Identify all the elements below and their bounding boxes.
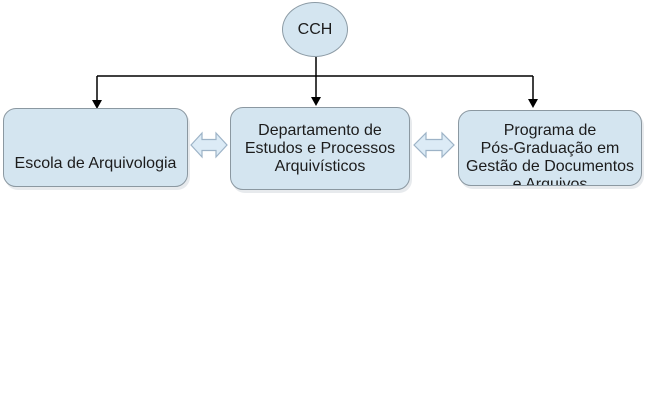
down-arrowhead-icon	[528, 99, 538, 108]
node-programa-pos-graduacao-gestao-documentos: Programa de Pós-Graduação em Gestão de D…	[458, 110, 642, 186]
node-label-line: Arquivísticos	[274, 158, 366, 175]
root-node-label: CCH	[297, 20, 333, 38]
root-node-cch: CCH	[282, 2, 348, 57]
down-arrowhead-icon	[311, 97, 321, 106]
node-escola-de-arquivologia: Escola de Arquivologia	[3, 108, 188, 187]
node-label-line: Departamento de	[258, 122, 382, 139]
node-label-line: Escola de Arquivologia	[14, 155, 177, 172]
node-label-line: Pós-Graduação em	[480, 140, 620, 157]
node-departamento-estudos-processos-arquivisticos: Departamento de Estudos e Processos Arqu…	[230, 107, 410, 190]
double-arrow-icon	[190, 131, 228, 159]
node-label-line: Programa de	[503, 122, 597, 139]
node-label-line-clipped: e Arquivos	[512, 176, 588, 186]
double-arrow-icon	[413, 131, 455, 159]
node-label-line: Gestão de Documentos	[465, 158, 635, 175]
node-label-line: Estudos e Processos	[244, 140, 396, 157]
